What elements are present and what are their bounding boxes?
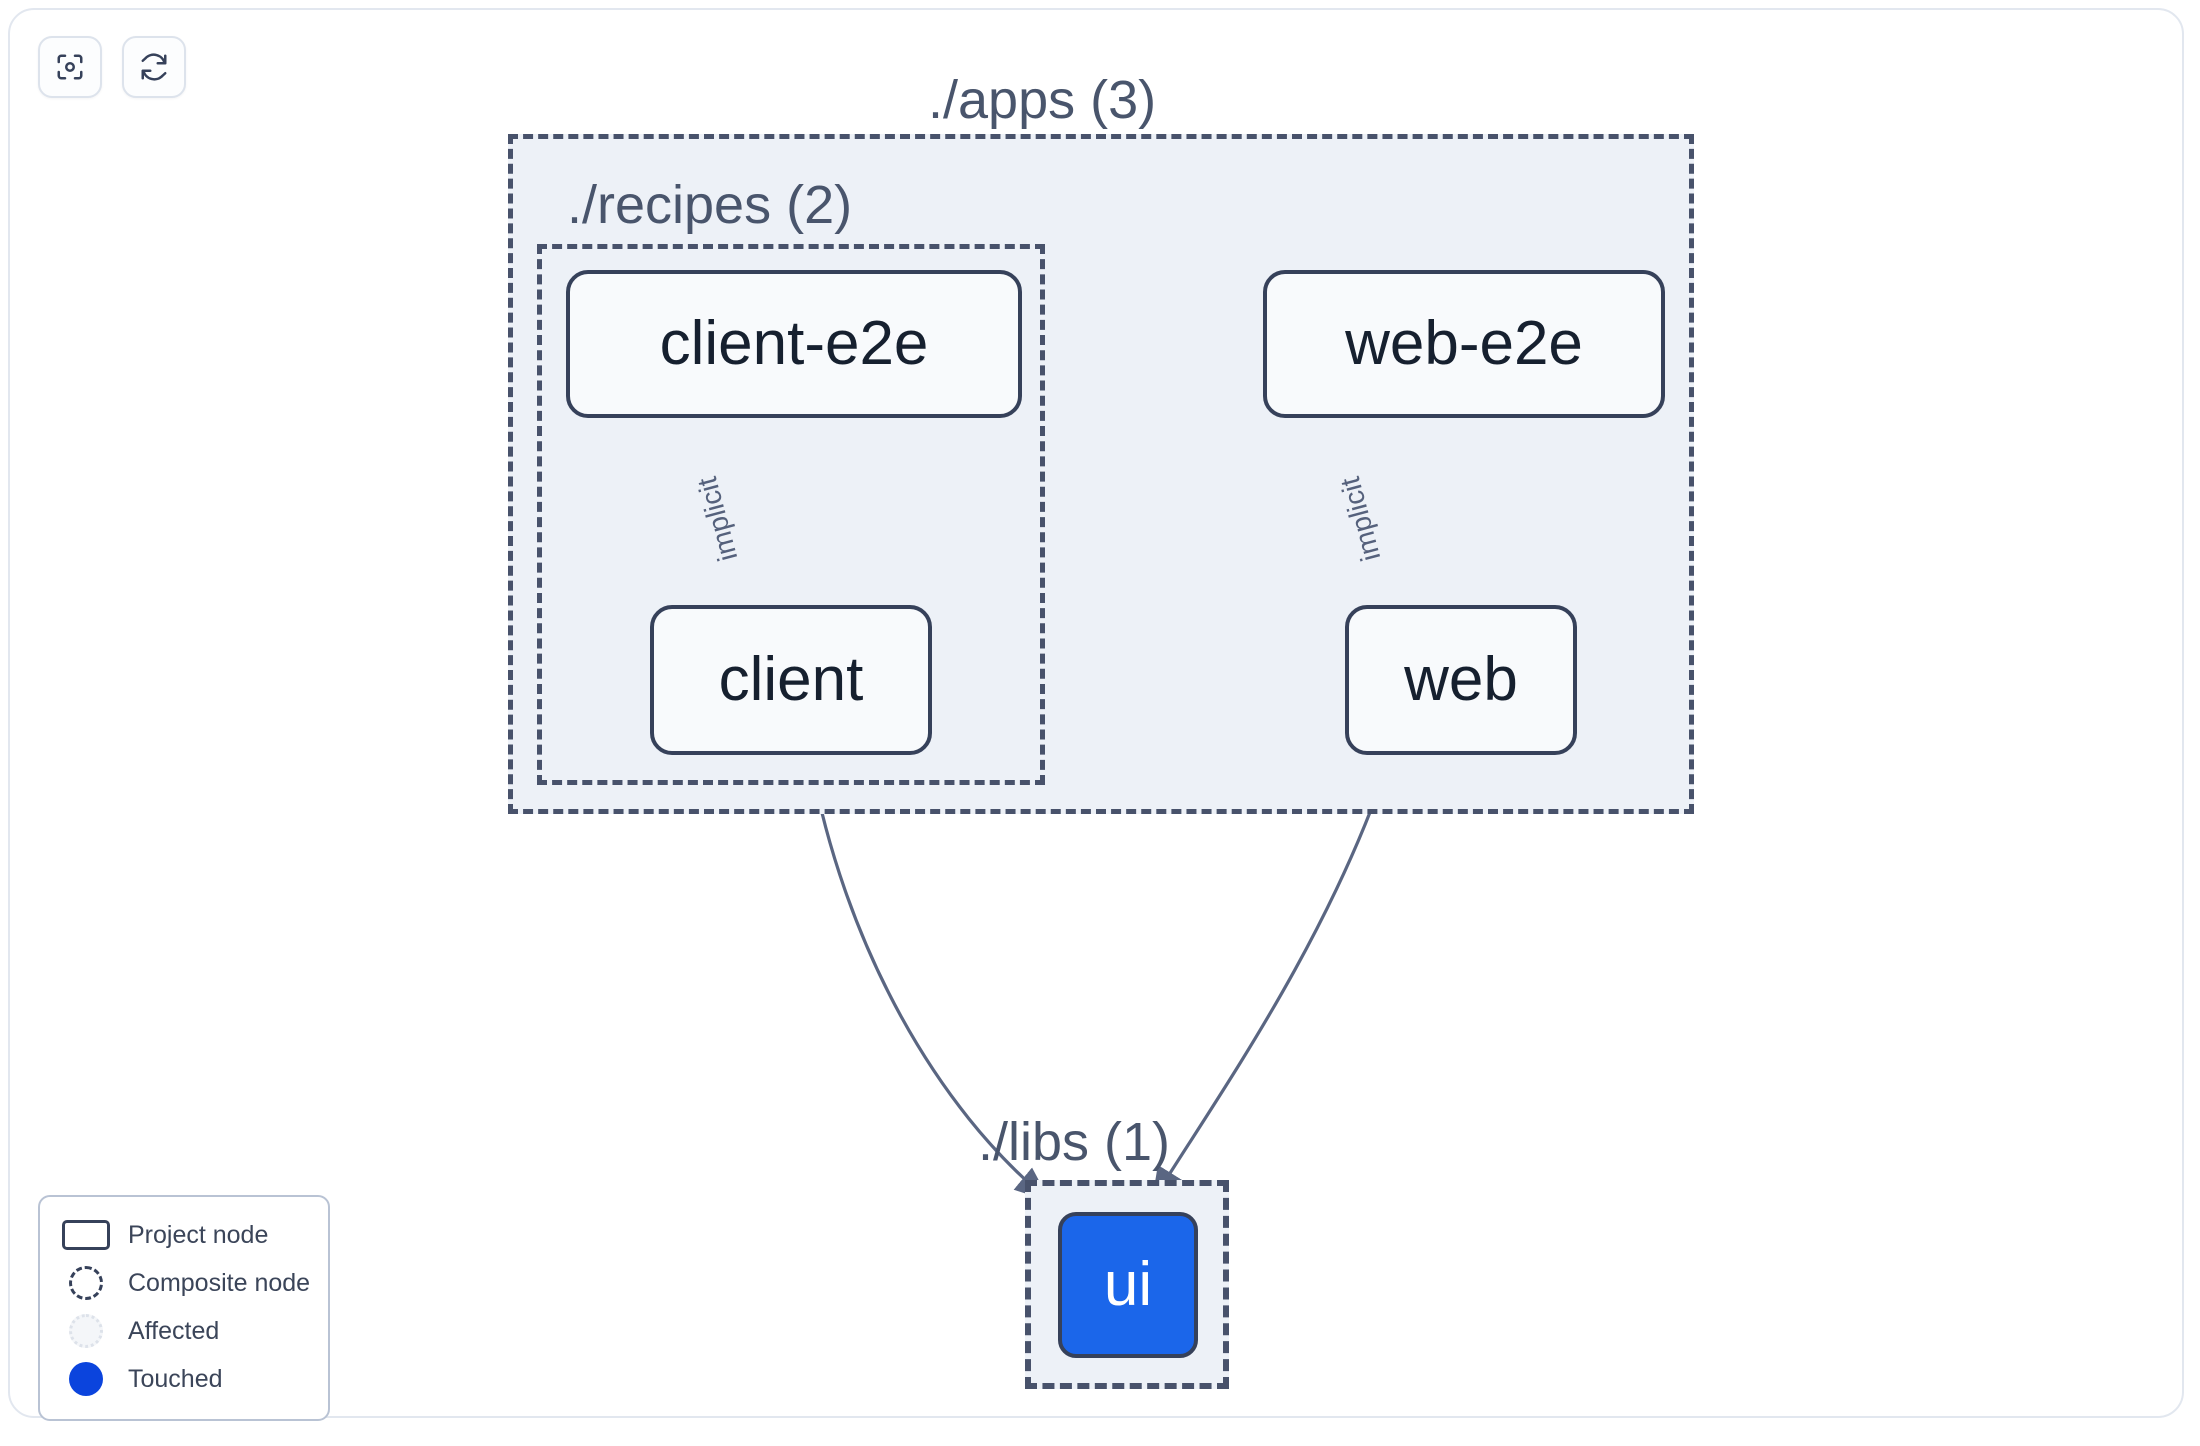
graph-toolbar xyxy=(38,36,186,98)
focus-target-icon xyxy=(55,52,85,82)
touched-node-glyph xyxy=(58,1362,114,1396)
graph-node-client-e2e[interactable]: client-e2e xyxy=(566,270,1022,418)
group-label-recipes: ./recipes (2) xyxy=(567,175,853,235)
graph-node-client[interactable]: client xyxy=(650,605,932,755)
graph-node-ui[interactable]: ui xyxy=(1058,1212,1198,1358)
node-label: client xyxy=(718,645,864,714)
legend-item-project-node: Project node xyxy=(58,1211,310,1259)
legend-item-label: Project node xyxy=(128,1220,269,1249)
node-label: ui xyxy=(1103,1250,1153,1319)
group-label-apps: ./apps (3) xyxy=(928,70,1157,130)
legend-item-touched: Touched xyxy=(58,1355,310,1403)
group-label-libs: ./libs (1) xyxy=(978,1112,1171,1172)
legend-item-composite-node: Composite node xyxy=(58,1259,310,1307)
composite-node-glyph xyxy=(58,1266,114,1300)
graph-node-web-e2e[interactable]: web-e2e xyxy=(1263,270,1665,418)
project-node-glyph xyxy=(58,1220,114,1250)
affected-node-glyph xyxy=(58,1314,114,1348)
legend-item-affected: Affected xyxy=(58,1307,310,1355)
legend-item-label: Touched xyxy=(128,1364,223,1393)
graph-node-web[interactable]: web xyxy=(1345,605,1577,755)
legend-item-label: Affected xyxy=(128,1316,220,1345)
node-label: web xyxy=(1404,645,1518,714)
node-label: web-e2e xyxy=(1345,309,1583,378)
legend-item-label: Composite node xyxy=(128,1268,311,1297)
group-container-recipes[interactable] xyxy=(537,244,1045,785)
focus-graph-button[interactable] xyxy=(38,36,102,98)
node-label: client-e2e xyxy=(659,309,929,378)
graph-legend: Project node Composite node Affected Tou… xyxy=(38,1195,330,1421)
refresh-graph-button[interactable] xyxy=(122,36,186,98)
refresh-sync-icon xyxy=(139,52,169,82)
